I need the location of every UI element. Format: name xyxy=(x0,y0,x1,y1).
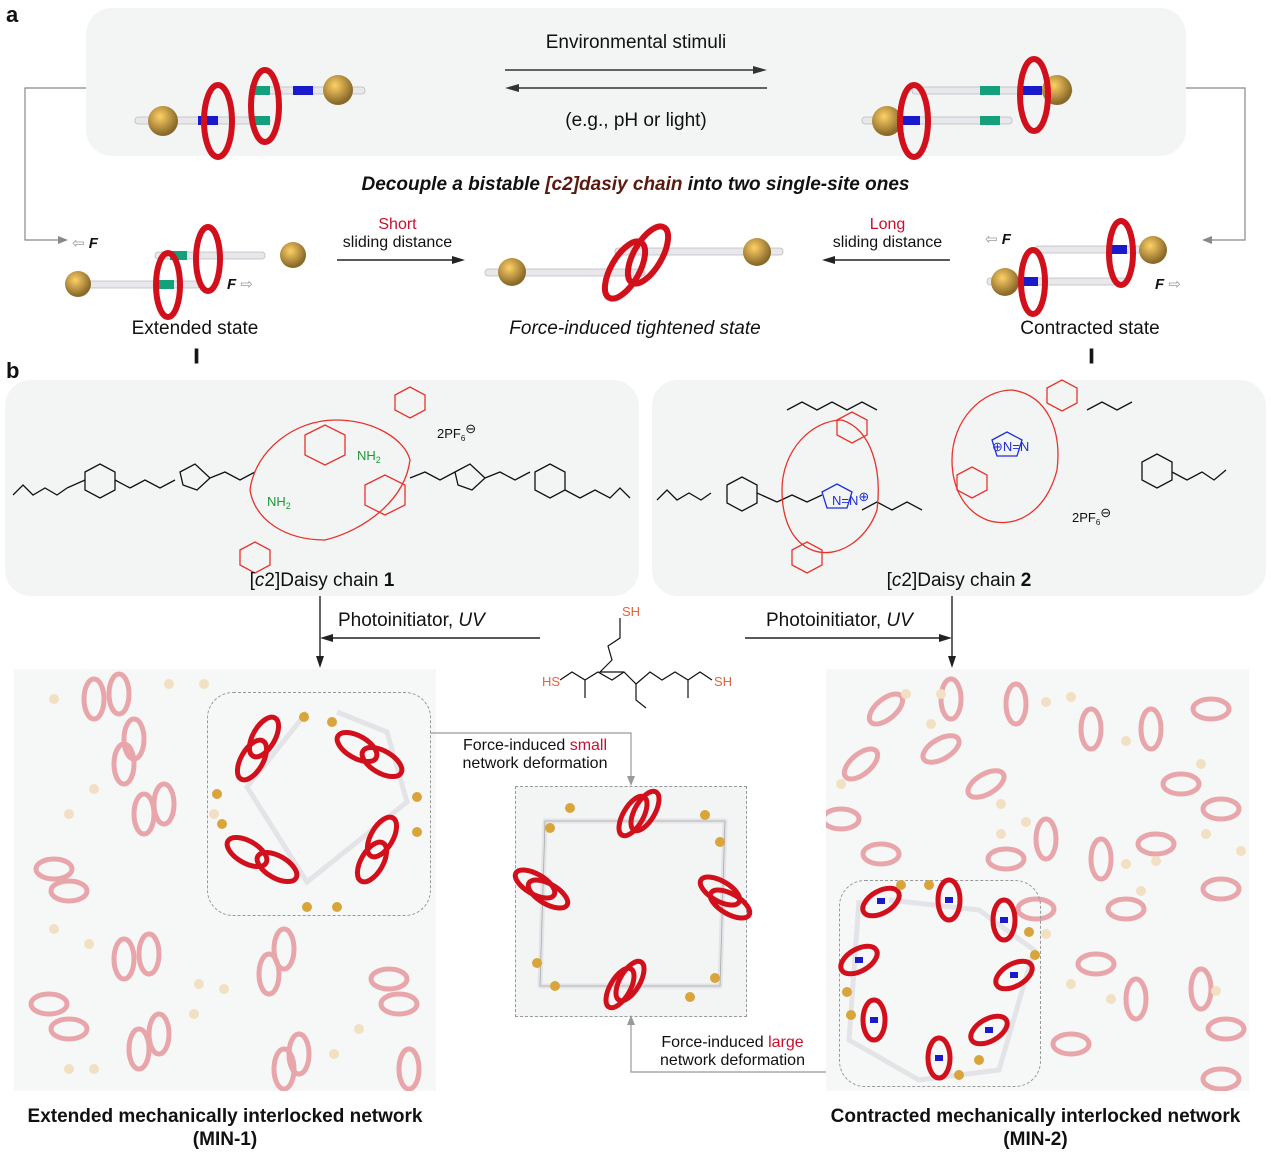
triazolium-right: ⊕N=N xyxy=(992,439,1029,454)
panel-b-label: b xyxy=(6,358,20,383)
photoinitiator-left-label: Photoinitiator, UV xyxy=(338,610,485,631)
stimuli-example: (e.g., pH or light) xyxy=(565,110,707,131)
tightened-state-label: Force-induced tightened state xyxy=(509,318,761,339)
daisy-chain-1-label: [c2]Daisy chain 1 xyxy=(249,570,395,591)
short-sliding-label: Short sliding distance xyxy=(342,216,453,251)
arrow-left-icon: ⇦ xyxy=(985,231,998,248)
photoinitiator-arrows xyxy=(316,596,956,668)
ring xyxy=(248,67,282,145)
contracted-state-label: Contracted state xyxy=(1020,318,1160,339)
extended-state-label: Extended state xyxy=(131,318,259,339)
force-right-contracted: F ⇨ xyxy=(1155,276,1181,293)
force-left-contracted: ⇦ F xyxy=(985,231,1011,248)
daisy-chain-1-structure: NH2 NH2 2PF6⊖ xyxy=(12,386,631,574)
tightened-network-cell xyxy=(512,788,753,1011)
arrow-left-icon: ⇦ xyxy=(72,235,85,252)
station-blue xyxy=(198,116,218,125)
arrow-to-tightened-left xyxy=(822,256,950,264)
stopper-sphere xyxy=(148,106,178,136)
daisy-chain-2-label: [c2]Daisy chain 2 xyxy=(886,570,1032,591)
panel-a-title: Decouple a bistable [c2]dasiy chain into… xyxy=(361,174,910,195)
equivalence-contracted: ||| xyxy=(1088,347,1094,364)
triazolium-left: N=N⊕ xyxy=(832,489,869,508)
bistable-chain-box xyxy=(86,8,1186,156)
min-1-highlight-region xyxy=(207,692,431,916)
min-2-highlight-region xyxy=(839,880,1041,1087)
equivalence-extended: ||| xyxy=(193,347,199,364)
ring xyxy=(201,82,235,160)
contracted-state-molecule xyxy=(986,218,1167,317)
min-2-highlight-cell xyxy=(838,877,1040,1083)
panel-a-label: a xyxy=(6,2,19,27)
stopper-sphere xyxy=(323,75,353,105)
contracted-bistable-molecule xyxy=(861,56,1073,160)
min-1-caption: Extended mechanically interlocked networ… xyxy=(27,1106,423,1150)
min-2-caption: Contracted mechanically interlocked netw… xyxy=(830,1106,1241,1150)
stimuli-label: Environmental stimuli xyxy=(545,32,727,53)
connector-lines xyxy=(24,87,1246,244)
tightened-state-molecule xyxy=(484,223,784,302)
extended-state-molecule xyxy=(65,224,306,320)
ammonium-right: NH2 xyxy=(357,448,381,465)
station-blue xyxy=(293,86,313,95)
thiol-right: SH xyxy=(714,674,732,689)
thiol-left: HS xyxy=(542,674,560,689)
large-deformation-label: Force-induced large network deformation xyxy=(660,1034,805,1069)
daisy-chain-2-box xyxy=(652,380,1266,596)
min-1-highlight-cell xyxy=(212,709,422,912)
arrow-right-icon: ⇨ xyxy=(1168,276,1181,293)
arrow-to-tightened-right xyxy=(337,256,465,264)
photoinitiator-right-label: Photoinitiator, UV xyxy=(766,610,913,631)
long-sliding-label: Long sliding distance xyxy=(832,216,943,251)
extended-bistable-molecule xyxy=(134,67,366,160)
station-green xyxy=(250,116,270,125)
small-deformation-label: Force-induced small network deformation xyxy=(462,737,608,772)
force-left-extended: ⇦ F xyxy=(72,235,98,252)
force-right-extended: F ⇨ xyxy=(227,276,253,293)
trithiol-crosslinker: SH HS SH xyxy=(542,604,732,709)
arrow-right-icon: ⇨ xyxy=(240,276,253,293)
min-1-network-background xyxy=(28,671,422,1091)
station-green xyxy=(250,86,270,95)
daisy-chain-1-box xyxy=(5,380,639,596)
daisy-chain-2-structure: N=N⊕ ⊕N=N 2PF6⊖ xyxy=(656,379,1227,574)
thiol-top: SH xyxy=(622,604,640,619)
equilibrium-arrows xyxy=(505,66,767,92)
ammonium-left: NH2 xyxy=(267,494,291,511)
min-2-network-background xyxy=(826,676,1247,1091)
